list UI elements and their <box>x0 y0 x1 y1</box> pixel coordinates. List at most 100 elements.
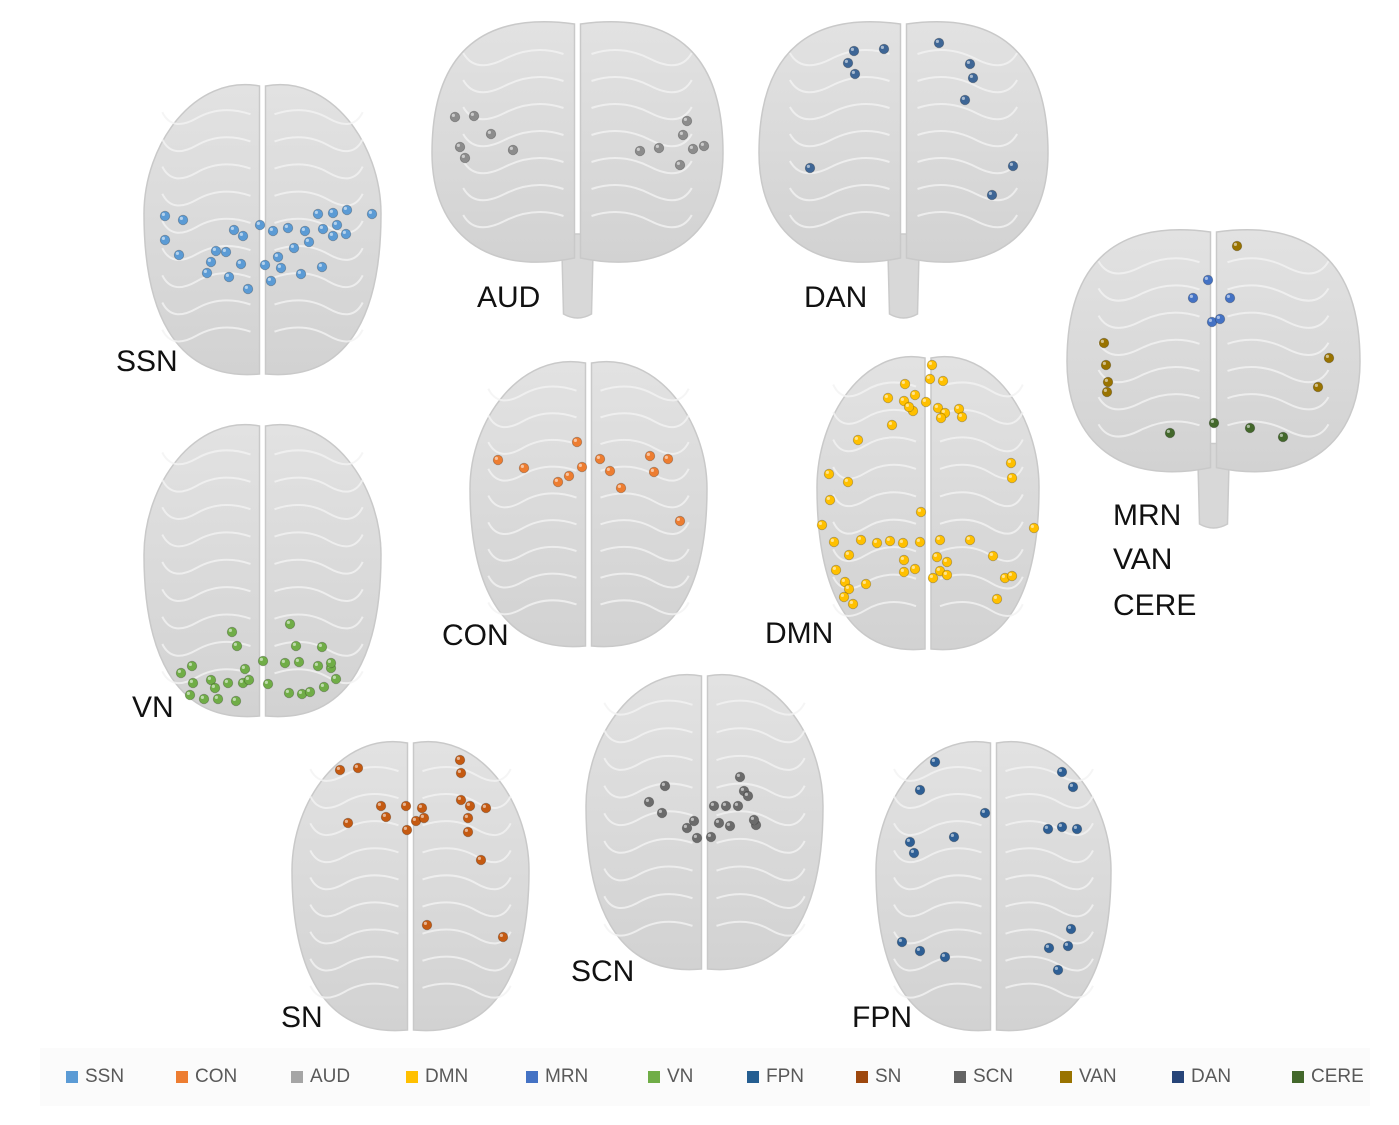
node-fpn <box>1042 823 1054 835</box>
node-vn <box>226 626 238 638</box>
node-scn <box>681 822 693 834</box>
node-highlight <box>1030 524 1034 529</box>
panel-label-scn: SCN <box>571 955 635 988</box>
gyrus-texture <box>600 412 690 429</box>
gyrus-texture <box>832 601 917 617</box>
node-highlight <box>494 456 498 460</box>
gyrus-texture <box>462 49 564 67</box>
node-highlight <box>993 595 998 600</box>
node-highlight <box>845 585 850 590</box>
gyrus-texture <box>893 901 982 918</box>
node-highlight <box>943 558 948 563</box>
node-ssn <box>299 225 311 237</box>
gyrus-texture <box>1005 847 1094 864</box>
legend-swatch-vn <box>648 1071 660 1083</box>
gyrus-texture <box>716 782 806 799</box>
gyrus-texture <box>917 211 1018 229</box>
node-con <box>604 465 616 477</box>
node-highlight <box>916 947 921 952</box>
node-dmn <box>838 591 850 603</box>
node-mrn_van_cere <box>1098 337 1110 349</box>
node-scn <box>691 832 703 844</box>
gyrus-texture <box>591 130 693 148</box>
node-ssn <box>259 259 271 271</box>
node-highlight <box>297 270 301 274</box>
node-ssn <box>177 214 189 226</box>
gyrus-texture <box>789 184 890 202</box>
node-highlight <box>281 659 285 664</box>
left-hemisphere <box>143 423 261 718</box>
node-ssn <box>237 230 249 242</box>
gyrus-texture <box>939 381 1024 398</box>
gyrus-texture <box>487 519 577 536</box>
gyrus-texture <box>716 920 806 937</box>
node-highlight <box>958 413 963 417</box>
node-highlight <box>318 263 322 267</box>
gyrus-texture <box>893 820 982 837</box>
node-dmn <box>898 566 910 578</box>
node-highlight <box>470 112 474 116</box>
node-fpn <box>948 831 960 843</box>
node-con <box>576 461 588 473</box>
node-highlight <box>188 662 192 667</box>
node-highlight <box>1189 294 1193 298</box>
gyrus-texture <box>832 436 917 453</box>
node-highlight <box>295 658 299 663</box>
node-highlight <box>207 258 211 262</box>
node-sn <box>462 826 474 838</box>
gyrus-texture <box>487 492 577 509</box>
node-highlight <box>1216 315 1220 319</box>
nodes-vn <box>175 618 342 707</box>
left-hemisphere <box>431 21 576 263</box>
node-highlight <box>937 414 942 418</box>
node-highlight <box>1204 276 1208 280</box>
gyrus-texture <box>1097 338 1200 356</box>
node-dmn <box>926 359 938 371</box>
node-highlight <box>1007 459 1012 463</box>
nodes-fpn <box>896 756 1083 976</box>
node-con <box>563 470 575 482</box>
node-highlight <box>658 809 663 814</box>
panel-label-fpn: FPN <box>852 1001 912 1034</box>
node-vn <box>330 673 342 685</box>
node-ssn <box>282 222 294 234</box>
node-con <box>518 462 530 474</box>
gyrus-texture <box>603 865 693 882</box>
node-highlight <box>318 643 322 648</box>
brain-dan <box>758 21 1049 319</box>
node-sn <box>454 754 466 766</box>
node-vn <box>293 656 305 668</box>
legend-label-van: VAN <box>1079 1066 1117 1087</box>
node-dmn <box>823 468 835 480</box>
node-con <box>571 436 583 448</box>
node-highlight <box>175 251 179 255</box>
node-dan <box>848 45 860 57</box>
node-vn <box>222 677 234 689</box>
node-highlight <box>420 814 424 819</box>
node-scn <box>720 800 732 812</box>
legend-swatch-con <box>176 1071 188 1083</box>
node-highlight <box>905 403 910 407</box>
node-highlight <box>1102 361 1106 365</box>
node-ssn <box>201 267 213 279</box>
gyrus-texture <box>274 558 364 575</box>
node-highlight <box>499 933 503 938</box>
gyrus-texture <box>917 76 1018 94</box>
node-highlight <box>212 247 216 251</box>
node-highlight <box>857 536 862 541</box>
panel-label-aud: AUD <box>477 281 541 314</box>
node-highlight <box>1104 378 1108 382</box>
legend-label-vn: VN <box>667 1066 694 1087</box>
nodes-mrn_van_cere <box>1164 417 1289 443</box>
gyrus-texture <box>716 810 806 827</box>
panel-label-vn: VN <box>132 691 174 724</box>
gyrus-texture <box>422 982 512 999</box>
node-fpn <box>929 756 941 768</box>
node-highlight <box>906 838 911 843</box>
node-vn <box>187 677 199 689</box>
node-highlight <box>926 375 931 379</box>
node-aud <box>468 110 480 122</box>
legend-item-aud: AUD <box>291 1064 350 1090</box>
legend: SSN CON AUD DMN MRN VN FPN SN SCN VAN DA… <box>66 1064 1376 1090</box>
